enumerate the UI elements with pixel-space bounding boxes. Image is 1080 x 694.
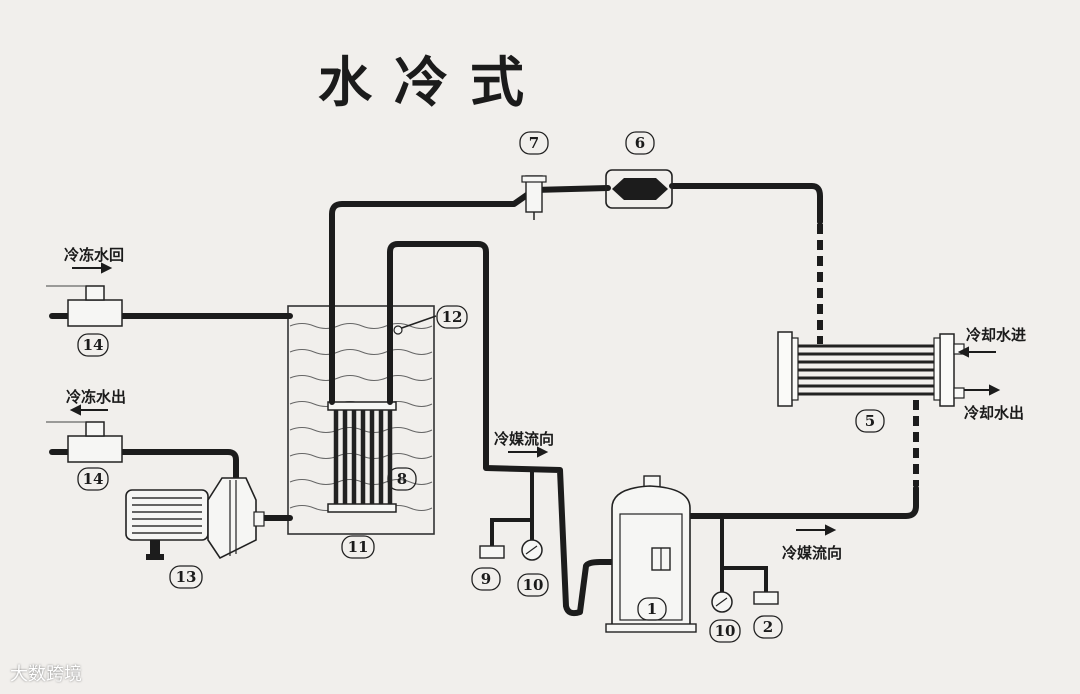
number-5: 5 (864, 412, 876, 430)
label-chilled-water-out: 冷冻水出 (66, 388, 127, 406)
dashed-pipes (817, 224, 919, 486)
label-refrigerant-flow-upper: 冷媒流向 (494, 430, 555, 448)
high-pressure-gauge (711, 591, 733, 613)
number-7: 7 (528, 134, 540, 152)
number-11: 11 (347, 538, 369, 556)
number-1: 1 (646, 600, 658, 618)
filter-drier (605, 169, 673, 209)
number-badges (77, 131, 885, 643)
number-6: 6 (634, 134, 646, 152)
low-pressure-gauge (521, 539, 543, 561)
compressor (605, 475, 697, 633)
temperature-sensor (393, 315, 437, 335)
low-pressure-switch (479, 545, 505, 559)
label-cooling-water-in: 冷却水进 (966, 326, 1027, 344)
number-10-left: 10 (522, 576, 544, 594)
number-8: 8 (396, 470, 408, 488)
expansion-valve (521, 175, 547, 220)
valve-upper (46, 285, 123, 327)
condenser (777, 331, 965, 407)
number-13: 13 (175, 568, 197, 586)
evaporator-coil (327, 401, 397, 513)
label-refrigerant-flow-lower: 冷媒流向 (782, 544, 843, 562)
number-12: 12 (441, 308, 463, 326)
water-pump (125, 477, 265, 560)
number-2: 2 (762, 618, 774, 636)
number-14-upper: 14 (82, 336, 104, 354)
label-chilled-water-return: 冷冻水回 (64, 246, 125, 264)
flow-arrows (69, 262, 1001, 536)
water-tank (287, 305, 435, 535)
high-pressure-switch (753, 591, 779, 605)
gauge-branch-low (490, 470, 534, 546)
label-cooling-water-out: 冷却水出 (964, 404, 1025, 422)
diagram-title: 水冷式 (318, 50, 546, 114)
refrigerant-pipes (119, 183, 919, 617)
valve-lower (46, 421, 123, 463)
watermark: 大数跨境 (10, 664, 82, 685)
number-10-right: 10 (714, 622, 736, 640)
number-14-lower: 14 (82, 470, 104, 488)
number-9: 9 (480, 570, 492, 588)
gauge-branch-high (720, 516, 768, 592)
